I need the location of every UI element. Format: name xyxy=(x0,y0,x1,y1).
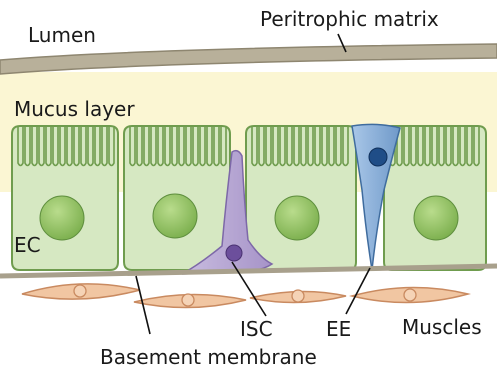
mucus-layer-label: Mucus layer xyxy=(14,97,135,121)
basement-membrane-label: Basement membrane xyxy=(100,345,317,369)
muscle-nucleus xyxy=(74,285,86,297)
isc-nucleus xyxy=(226,245,242,261)
isc-label: ISC xyxy=(240,317,273,341)
muscle-nucleus xyxy=(292,290,304,302)
ee-leader xyxy=(346,268,370,314)
ec-label: EC xyxy=(14,233,41,257)
muscle-cells xyxy=(22,284,468,308)
nucleus xyxy=(414,196,458,240)
muscle-nucleus xyxy=(182,294,194,306)
muscle-nucleus xyxy=(404,289,416,301)
ee-label: EE xyxy=(326,317,351,341)
lumen-label: Lumen xyxy=(28,23,96,47)
nucleus xyxy=(275,196,319,240)
ee-nucleus xyxy=(369,148,387,166)
nucleus xyxy=(40,196,84,240)
nucleus xyxy=(153,194,197,238)
peritrophic-matrix xyxy=(0,44,497,74)
muscles-label: Muscles xyxy=(402,315,482,339)
peritrophic-matrix-label: Peritrophic matrix xyxy=(260,7,439,31)
